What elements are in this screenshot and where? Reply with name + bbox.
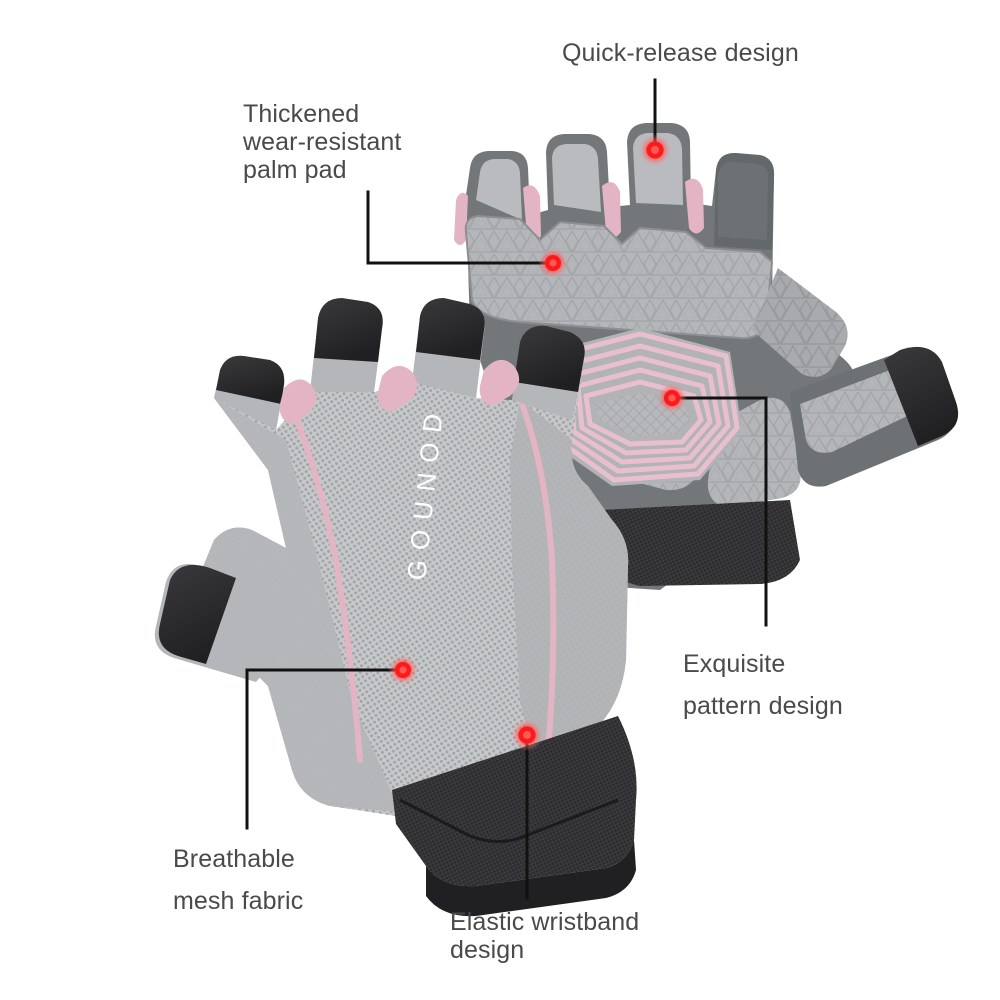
back-glove-fingers: [214, 298, 585, 430]
wristband-fold: [399, 798, 619, 843]
pink-trim-b: [602, 182, 621, 238]
finger-tip-pinky: [216, 355, 285, 404]
back-glove-left-panel: [192, 398, 400, 812]
callout-label-palm-pad: Thickened wear-resistant palm pad: [243, 100, 402, 184]
finger-tip-index: [514, 325, 585, 392]
leader-mesh: [245, 668, 405, 830]
back-thumb-tip: [158, 564, 236, 664]
back-of-hand-glove: [154, 298, 637, 917]
marker-wristband[interactable]: [511, 719, 543, 751]
finger-tip-ring: [314, 298, 383, 362]
palm-finger-3: [552, 144, 601, 212]
back-pink-loop-1: [279, 379, 317, 424]
back-glove-right-panel: [510, 400, 629, 786]
marker-mesh[interactable]: [388, 655, 418, 685]
back-pink-loop-2: [377, 365, 418, 412]
marker-pattern[interactable]: [657, 383, 687, 413]
palm-side-pad: [752, 268, 848, 377]
marker-quick-release[interactable]: [639, 134, 671, 166]
quick-release-tab-face: [718, 161, 769, 240]
wristband-edge: [426, 840, 636, 917]
exquisite-pattern: [548, 328, 742, 486]
back-pink-loop-3: [479, 359, 520, 406]
finger-tip-middle: [416, 298, 485, 360]
marker-dots: [388, 134, 687, 751]
callout-label-mesh: Breathable mesh fabric: [173, 845, 304, 915]
pink-trim-d: [454, 192, 468, 245]
leader-pattern: [670, 396, 768, 627]
palm-thumb-tip: [884, 346, 959, 446]
callout-label-pattern: Exquisite pattern design: [683, 650, 843, 720]
back-pink-piping-right: [519, 401, 557, 753]
palm-finger-4: [476, 159, 522, 220]
thickened-palm-pad: [465, 216, 772, 339]
leader-palm-pad: [366, 190, 555, 265]
pink-trim-c: [685, 178, 704, 234]
marker-palm-pad[interactable]: [538, 248, 568, 278]
callout-label-wristband: Elastic wristband design: [450, 908, 640, 964]
elastic-wristband: [392, 716, 637, 887]
callout-label-quick-release: Quick-release design: [562, 39, 799, 67]
back-pink-piping-left: [289, 405, 363, 763]
palm-glove-cuff: [600, 500, 800, 586]
palm-thumb-pad: [800, 368, 924, 453]
